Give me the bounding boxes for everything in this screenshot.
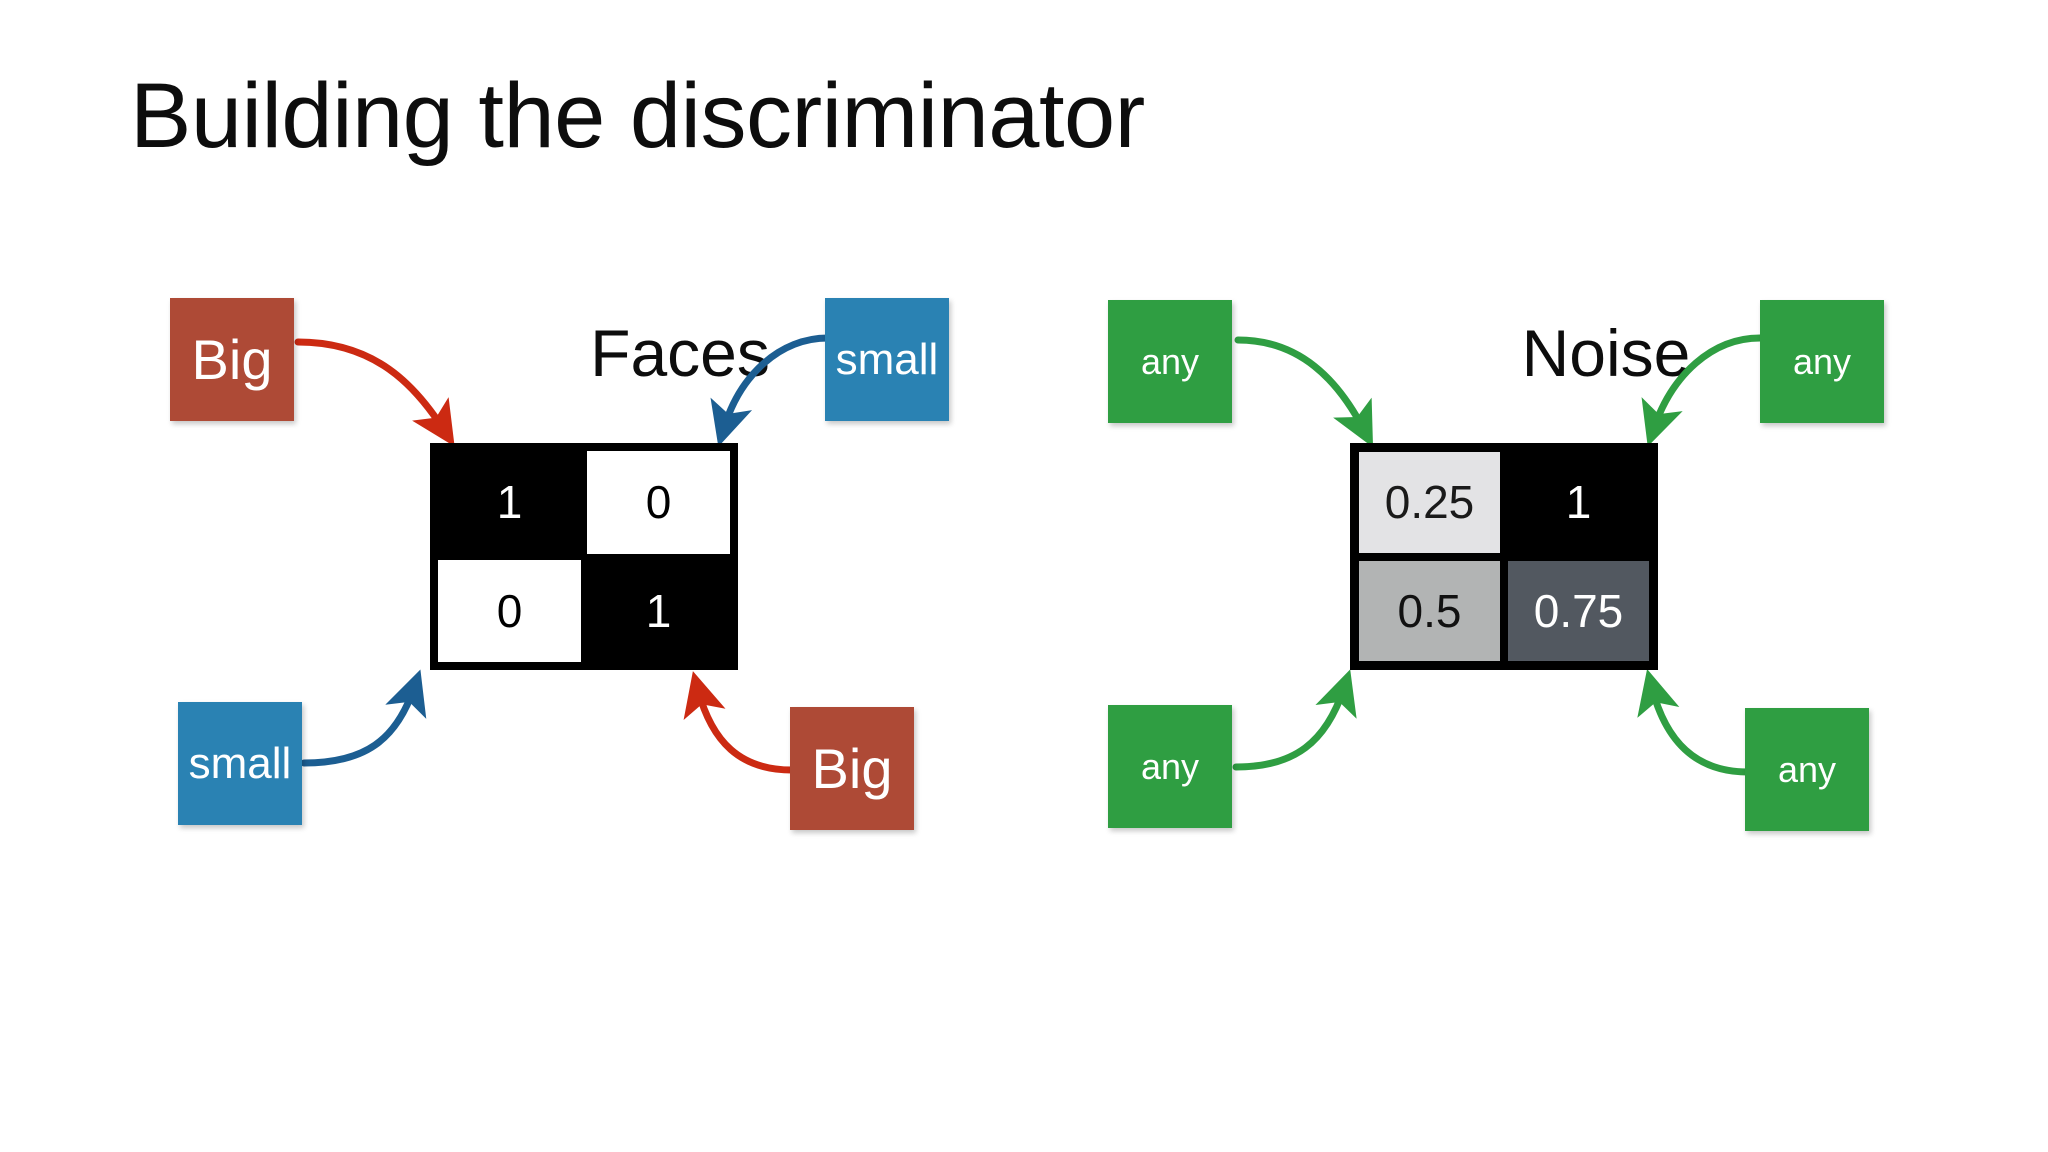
chip-label: any — [1777, 748, 1837, 790]
matrix-faces: 1 0 0 1 — [430, 443, 738, 670]
panel-faces: Faces 1 0 0 1 Big small small — [170, 280, 1140, 840]
chip-label: Big — [191, 327, 273, 391]
panel-heading-noise: Noise — [1521, 316, 1691, 390]
arrow-any-to-cell-bottom-right — [1637, 669, 1752, 776]
chip-label: small — [835, 334, 939, 384]
chip-label: any — [1140, 745, 1200, 787]
arrow-any-to-cell-bottom-left — [1232, 669, 1357, 771]
matrix-cell[interactable]: 0.5 — [1359, 560, 1500, 661]
arrow-big-to-cell-top-left — [294, 338, 455, 447]
chip-big-bottom-right[interactable]: Big — [790, 707, 914, 830]
arrow-any-to-cell-top-right — [1641, 334, 1764, 447]
matrix-cell[interactable]: 0 — [584, 448, 733, 557]
matrix-cell[interactable]: 0 — [435, 556, 584, 665]
arrow-big-to-cell-bottom-right — [683, 671, 796, 774]
page-title: Building the discriminator — [130, 65, 1145, 167]
matrix-cell[interactable]: 1 — [584, 556, 733, 665]
chip-label: any — [1792, 340, 1852, 382]
chip-any-top-right[interactable]: any — [1760, 300, 1884, 423]
chip-label: any — [1140, 340, 1200, 382]
chip-label: small — [188, 738, 292, 788]
chip-small-top-right[interactable]: small — [825, 298, 949, 421]
matrix-cell[interactable]: 1 — [435, 448, 584, 557]
arrow-small-to-cell-top-right — [710, 334, 832, 447]
matrix-cell[interactable]: 1 — [1504, 448, 1653, 557]
matrix-cell[interactable]: 0.25 — [1359, 452, 1500, 553]
arrow-small-to-cell-bottom-left — [300, 669, 427, 767]
arrow-any-to-cell-top-left — [1234, 336, 1374, 448]
chip-any-bottom-right[interactable]: any — [1745, 708, 1869, 831]
chip-any-bottom-left[interactable]: any — [1108, 705, 1232, 828]
chip-any-top-left[interactable]: any — [1108, 300, 1232, 423]
panel-heading-faces: Faces — [590, 316, 770, 390]
matrix-noise: 0.25 1 0.5 0.75 — [1350, 443, 1658, 670]
chip-small-bottom-left[interactable]: small — [178, 702, 302, 825]
chip-big-top-left[interactable]: Big — [170, 298, 294, 421]
matrix-cell[interactable]: 0.75 — [1508, 560, 1649, 661]
chip-label: Big — [811, 736, 893, 800]
panel-noise: Noise 0.25 1 0.5 0.75 any any any any — [1108, 280, 2048, 840]
